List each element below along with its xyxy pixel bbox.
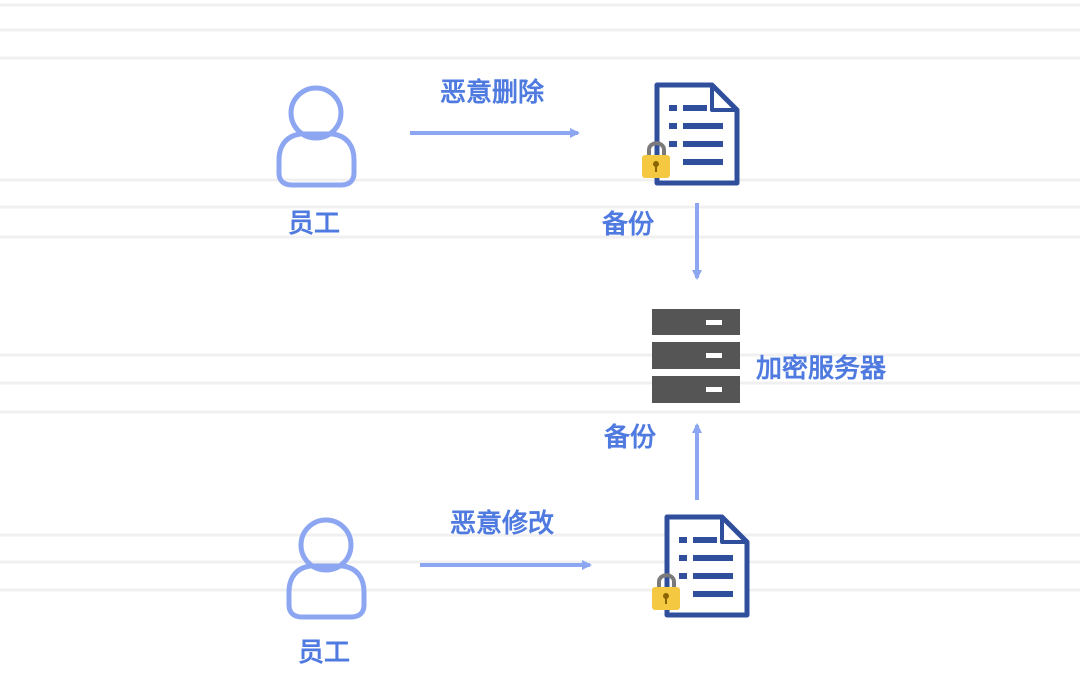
person-icon xyxy=(276,85,357,188)
document-icon xyxy=(664,514,750,618)
label-malicious-delete: 恶意删除 xyxy=(440,78,545,108)
background-lines xyxy=(0,3,1080,592)
label-employee-bottom: 员工 xyxy=(298,638,351,668)
server-icon xyxy=(652,309,740,403)
label-encrypted-server: 加密服务器 xyxy=(756,354,887,384)
label-backup-top: 备份 xyxy=(602,210,655,240)
label-malicious-modify: 恶意修改 xyxy=(450,509,555,539)
label-employee-top: 员工 xyxy=(288,209,341,239)
label-backup-bottom: 备份 xyxy=(604,423,657,453)
person-icon xyxy=(286,517,367,620)
lock-icon xyxy=(642,141,670,178)
lock-icon xyxy=(652,573,680,610)
